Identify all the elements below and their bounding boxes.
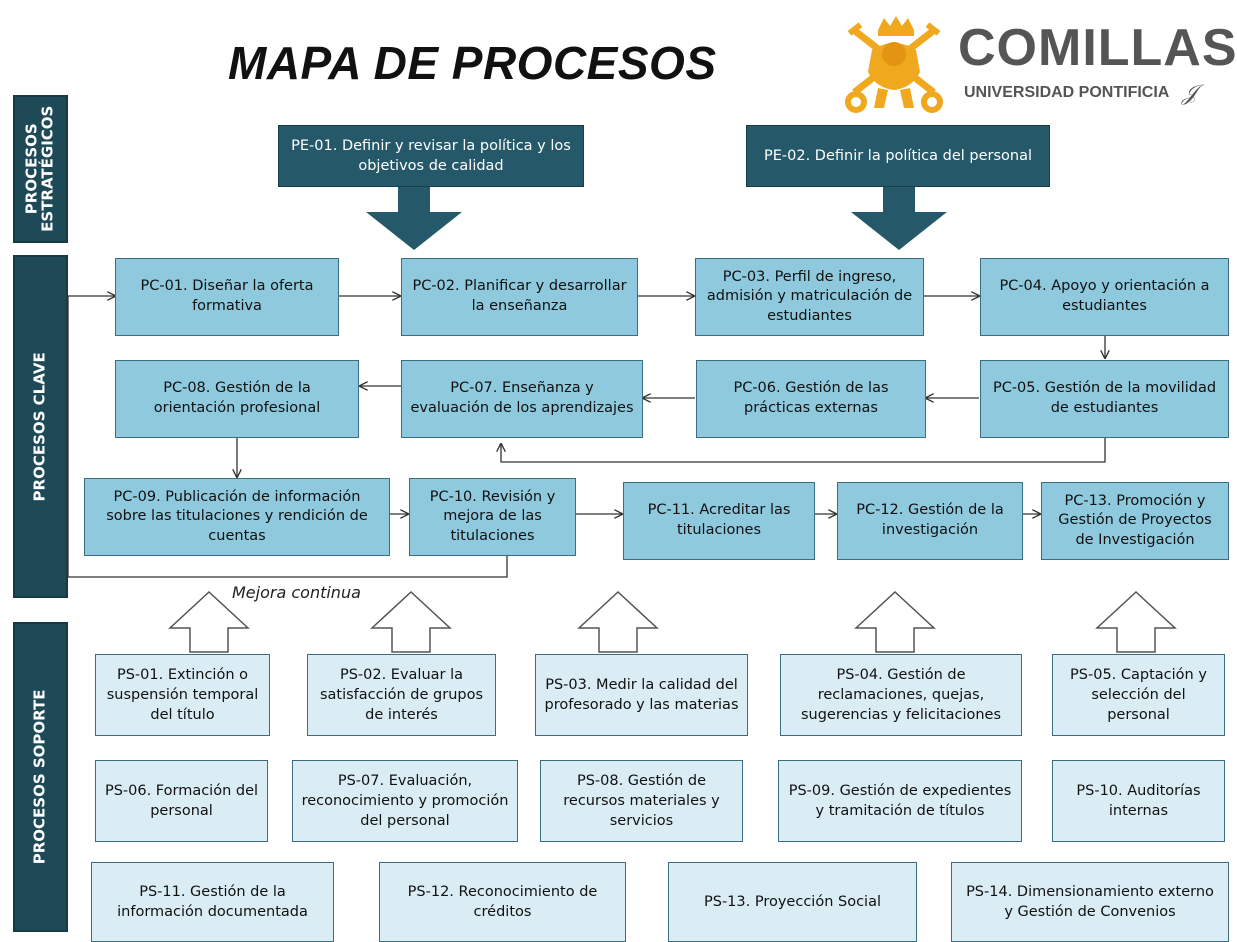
- process-pc-13[interactable]: PC-13. Promoción y Gestión de Proyectos …: [1041, 482, 1229, 560]
- process-pc-11[interactable]: PC-11. Acreditar las titulaciones: [623, 482, 815, 560]
- process-ps-08[interactable]: PS-08. Gestión de recursos materiales y …: [540, 760, 743, 842]
- section-label-key: PROCESOS CLAVE: [13, 255, 68, 598]
- process-pc-09[interactable]: PC-09. Publicación de información sobre …: [84, 478, 390, 556]
- process-pc-03[interactable]: PC-03. Perfil de ingreso, admisión y mat…: [695, 258, 924, 336]
- logo-subtitle: UNIVERSIDAD PONTIFICIA: [964, 84, 1170, 101]
- process-ps-01[interactable]: PS-01. Extinción o suspensión temporal d…: [95, 654, 270, 736]
- support-arrow-4: [854, 590, 936, 653]
- university-logo: COMILLAS UNIVERSIDAD PONTIFICIA 𝒥: [830, 8, 1237, 118]
- page-title: MAPA DE PROCESOS: [228, 37, 717, 89]
- process-pe-01[interactable]: PE-01. Definir y revisar la política y l…: [278, 125, 584, 187]
- process-ps-04[interactable]: PS-04. Gestión de reclamaciones, quejas,…: [780, 654, 1022, 736]
- process-pc-07[interactable]: PC-07. Enseñanza y evaluación de los apr…: [401, 360, 643, 438]
- process-ps-06[interactable]: PS-06. Formación del personal: [95, 760, 268, 842]
- logo-name: COMILLAS: [958, 19, 1237, 77]
- process-pc-12[interactable]: PC-12. Gestión de la investigación: [837, 482, 1023, 560]
- process-pc-04[interactable]: PC-04. Apoyo y orientación a estudiantes: [980, 258, 1229, 336]
- crest-icon: [845, 16, 943, 113]
- support-arrow-3: [577, 590, 659, 653]
- process-pe-02[interactable]: PE-02. Definir la política del personal: [746, 125, 1050, 187]
- process-ps-10[interactable]: PS-10. Auditorías internas: [1052, 760, 1225, 842]
- process-ps-13[interactable]: PS-13. Proyección Social: [668, 862, 917, 942]
- process-pc-06[interactable]: PC-06. Gestión de las prácticas externas: [696, 360, 926, 438]
- signature-flourish: 𝒥: [1182, 80, 1198, 105]
- continuous-improvement-label: Mejora continua: [232, 583, 361, 602]
- process-pc-10[interactable]: PC-10. Revisión y mejora de las titulaci…: [409, 478, 576, 556]
- process-ps-07[interactable]: PS-07. Evaluación, reconocimiento y prom…: [292, 760, 518, 842]
- process-pc-02[interactable]: PC-02. Planificar y desarrollar la enseñ…: [401, 258, 638, 336]
- strategic-arrow-2: [851, 187, 947, 250]
- process-ps-02[interactable]: PS-02. Evaluar la satisfacción de grupos…: [307, 654, 496, 736]
- process-ps-05[interactable]: PS-05. Captación y selección del persona…: [1052, 654, 1225, 736]
- strategic-arrow-1: [366, 187, 462, 250]
- process-pc-01[interactable]: PC-01. Diseñar la oferta formativa: [115, 258, 339, 336]
- process-ps-03[interactable]: PS-03. Medir la calidad del profesorado …: [535, 654, 748, 736]
- process-ps-11[interactable]: PS-11. Gestión de la información documen…: [91, 862, 334, 942]
- section-label-support: PROCESOS SOPORTE: [13, 622, 68, 932]
- support-arrow-1: [168, 590, 250, 653]
- support-arrow-5: [1095, 590, 1177, 653]
- process-ps-14[interactable]: PS-14. Dimensionamiento externo y Gestió…: [951, 862, 1229, 942]
- support-arrow-2: [370, 590, 452, 653]
- process-pc-08[interactable]: PC-08. Gestión de la orientación profesi…: [115, 360, 359, 438]
- process-ps-09[interactable]: PS-09. Gestión de expedientes y tramitac…: [778, 760, 1022, 842]
- process-pc-05[interactable]: PC-05. Gestión de la movilidad de estudi…: [980, 360, 1229, 438]
- process-ps-12[interactable]: PS-12. Reconocimiento de créditos: [379, 862, 626, 942]
